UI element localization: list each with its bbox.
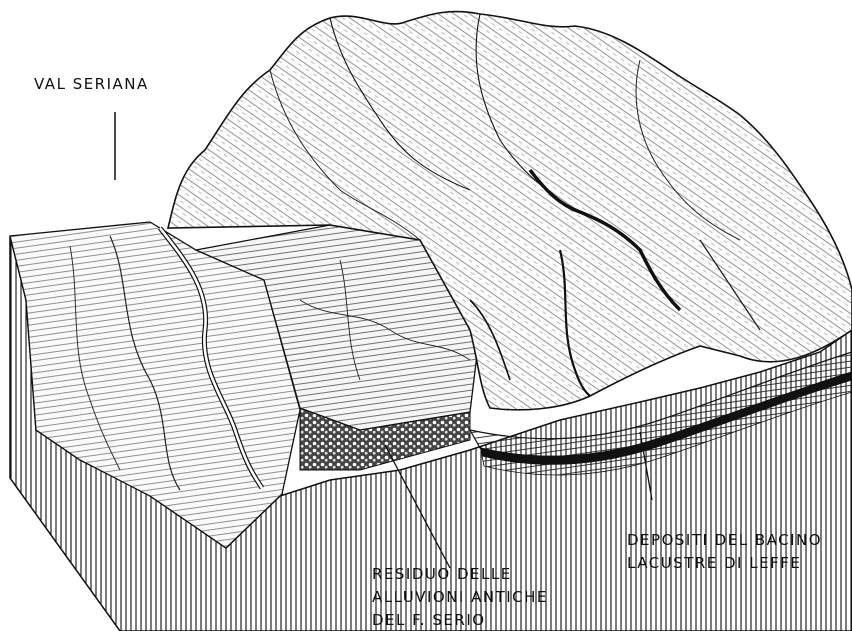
label-depositi-line-2: LACUSTRE DI LEFFE	[627, 552, 822, 575]
label-val-seriana: VAL SERIANA	[34, 73, 149, 96]
label-depositi-line-1: DEPOSITI DEL BACINO	[627, 529, 822, 552]
label-residuo: RESIDUO DELLE ALLUVIONI ANTICHE DEL F. S…	[372, 563, 548, 631]
label-residuo-line-2: ALLUVIONI ANTICHE	[372, 586, 548, 609]
label-residuo-line-3: DEL F. SERIO	[372, 609, 548, 631]
label-residuo-line-1: RESIDUO DELLE	[372, 563, 548, 586]
label-depositi: DEPOSITI DEL BACINO LACUSTRE DI LEFFE	[627, 529, 822, 575]
